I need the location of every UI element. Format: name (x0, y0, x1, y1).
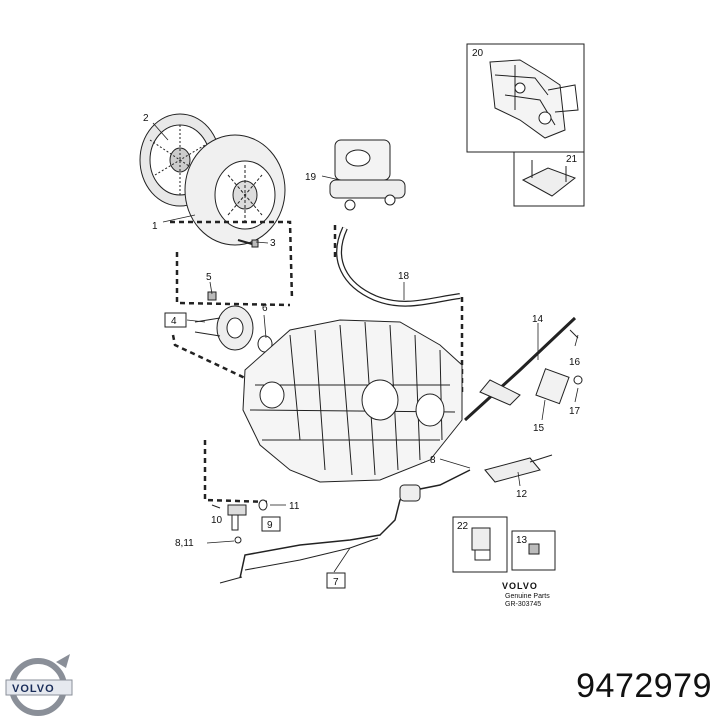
callout-17: 17 (569, 406, 581, 417)
transmission-housing (242, 319, 463, 483)
bleed-fitting (211, 499, 268, 544)
volvo-logo: VOLVO (5, 654, 73, 716)
callout-6: 6 (262, 303, 268, 314)
callout-12: 12 (516, 489, 528, 500)
master-cylinder (329, 139, 406, 211)
logo-text: VOLVO (12, 683, 55, 695)
bolt-3 (237, 239, 259, 248)
leader-lines (152, 122, 579, 573)
inset-box-22 (452, 516, 508, 573)
callout-8: 8 (430, 455, 436, 466)
release-bearing (194, 291, 273, 353)
inset-box-pedal-bracket (466, 43, 585, 153)
callout-15: 15 (533, 423, 545, 434)
callout-22: 22 (457, 521, 469, 532)
callout-14: 14 (532, 314, 544, 325)
hydraulic-pipe (219, 469, 471, 584)
callout-11: 11 (289, 501, 300, 512)
footer-ref: GR-303745 (505, 601, 541, 608)
callout-4: 4 (171, 316, 177, 327)
clutch-actuator (463, 316, 583, 483)
callout-13: 13 (516, 535, 528, 546)
callout-7: 7 (333, 577, 339, 588)
callout-3: 3 (270, 238, 276, 249)
callout-8-11: 8,11 (175, 538, 194, 549)
inset-box-gasket (513, 151, 585, 207)
callout-1: 1 (152, 221, 158, 232)
callout-19: 19 (305, 172, 317, 183)
callout-2: 2 (143, 113, 149, 124)
callout-5: 5 (206, 272, 212, 283)
callout-10: 10 (211, 515, 223, 526)
callout-9: 9 (267, 520, 273, 531)
part-number: 9472979 (576, 667, 712, 705)
pressure-plate (184, 134, 286, 246)
clutch-hose (336, 226, 461, 307)
label-boxes (164, 312, 346, 589)
callout-labels: 2 1 3 5 4 6 19 18 20 21 14 16 17 15 8 12… (143, 48, 581, 588)
footer-brand: VOLVO (502, 581, 538, 591)
callout-18: 18 (398, 271, 410, 282)
callout-16: 16 (569, 357, 581, 368)
inset-box-13 (511, 530, 556, 571)
diagram-footer: VOLVO Genuine Parts GR-303745 (502, 581, 550, 608)
callout-21: 21 (566, 154, 578, 165)
footer-subtitle: Genuine Parts (505, 593, 550, 600)
callout-20: 20 (472, 48, 484, 59)
